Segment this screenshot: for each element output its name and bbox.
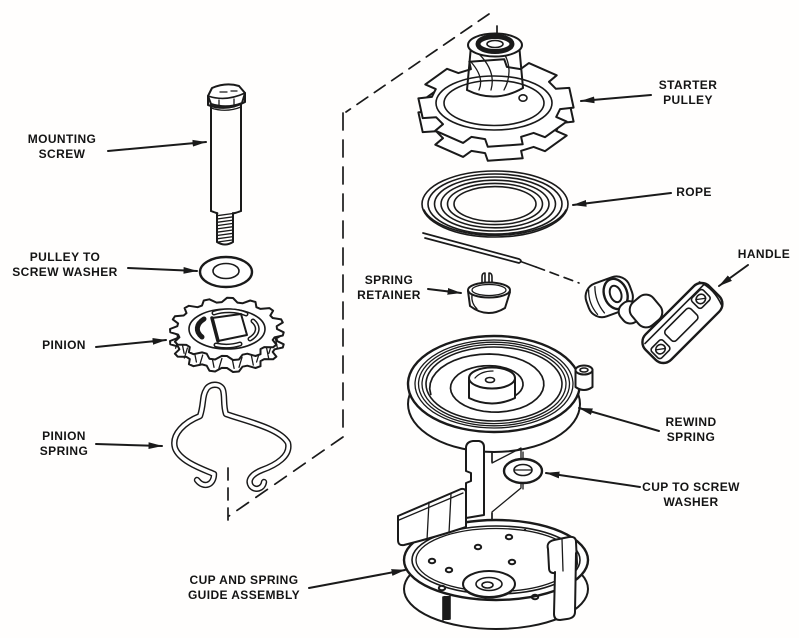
label-line: ROPE: [676, 185, 712, 199]
screw-thread-hatching: [216, 212, 234, 243]
label-handle: HANDLE: [714, 247, 799, 262]
leader-pulley-to-screw-washer: [127, 267, 198, 274]
cup-right-lug-wall: [553, 552, 577, 621]
leader-mounting-screw: [107, 139, 207, 152]
pinion-spring-drawing: [171, 381, 292, 492]
leader-rewind-spring: [578, 407, 660, 432]
label-line: SPRING: [364, 273, 414, 287]
spring-guide-bracket-arm: [465, 440, 485, 519]
label-line: SCREW: [38, 147, 86, 161]
label-line: PINION: [42, 429, 86, 443]
leader-cup-to-screw-washer: [545, 471, 641, 488]
leader-arrows: [95, 94, 749, 589]
fold-flag-lines: [491, 447, 522, 513]
leader-pinion: [95, 337, 167, 348]
label-line: CUP AND SPRING: [189, 573, 299, 587]
rope-drawing: [421, 170, 569, 268]
starter-pulley-scalloped-face: [417, 58, 575, 148]
spring-retainer-drawing: [467, 272, 511, 314]
starter-pulley-drawing: [417, 32, 575, 162]
label-line: PULLEY: [663, 93, 713, 107]
label-line: SCREW WASHER: [12, 265, 118, 279]
cup-and-spring-guide-assembly-drawing: [397, 440, 590, 630]
label-starter-pulley: STARTER PULLEY: [638, 78, 738, 108]
leader-handle: [718, 264, 749, 287]
leader-pinion-spring: [95, 442, 163, 449]
label-line: MOUNTING: [27, 132, 97, 146]
label-line: REWIND: [665, 415, 717, 429]
label-line: SPRING: [666, 430, 716, 444]
label-line: WASHER: [663, 495, 719, 509]
label-rope: ROPE: [644, 185, 744, 200]
pulley-to-screw-washer-drawing: [198, 255, 254, 289]
label-line: PULLEY TO: [29, 250, 101, 264]
mounting-screw-drawing: [207, 83, 246, 246]
dashed-diagonal-top: [345, 13, 490, 113]
label-pinion: PINION: [14, 338, 114, 353]
label-pinion-spring: PINION SPRING: [14, 429, 114, 459]
label-cup-and-spring-guide-assembly: CUP AND SPRING GUIDE ASSEMBLY: [174, 573, 314, 603]
label-spring-retainer: SPRING RETAINER: [339, 273, 439, 303]
label-rewind-spring: REWIND SPRING: [641, 415, 741, 445]
pinion-drawing: [169, 296, 285, 373]
label-line: STARTER: [658, 78, 718, 92]
dashed-rope-to-bushing: [535, 266, 580, 284]
label-mounting-screw: MOUNTING SCREW: [9, 132, 115, 162]
leader-spring-retainer: [427, 288, 462, 295]
rewind-spring-drawing: [406, 334, 594, 453]
leader-cup-and-spring-guide-assembly: [308, 569, 406, 589]
dashed-diagonal-lower: [228, 436, 344, 517]
label-cup-to-screw-washer: CUP TO SCREW WASHER: [631, 480, 751, 510]
label-line: CUP TO SCREW: [642, 480, 740, 494]
rope-tail: [422, 232, 537, 268]
label-pulley-to-screw-washer: PULLEY TO SCREW WASHER: [2, 250, 128, 280]
spring-anchor-post: [574, 369, 594, 391]
leader-rope: [572, 192, 672, 207]
label-line: GUIDE ASSEMBLY: [187, 588, 301, 602]
cup-wall-slot: [442, 595, 451, 621]
leader-starter-pulley: [580, 94, 652, 104]
rope-tail-underlay: [423, 234, 520, 262]
label-line: RETAINER: [357, 288, 421, 302]
cup-to-screw-washer-drawing: [491, 447, 544, 513]
label-line: PINION: [42, 338, 86, 352]
assembly-centerline-dashed: [227, 13, 580, 583]
label-line: HANDLE: [737, 247, 791, 261]
label-line: SPRING: [39, 444, 89, 458]
handle-drawing: [617, 281, 724, 365]
